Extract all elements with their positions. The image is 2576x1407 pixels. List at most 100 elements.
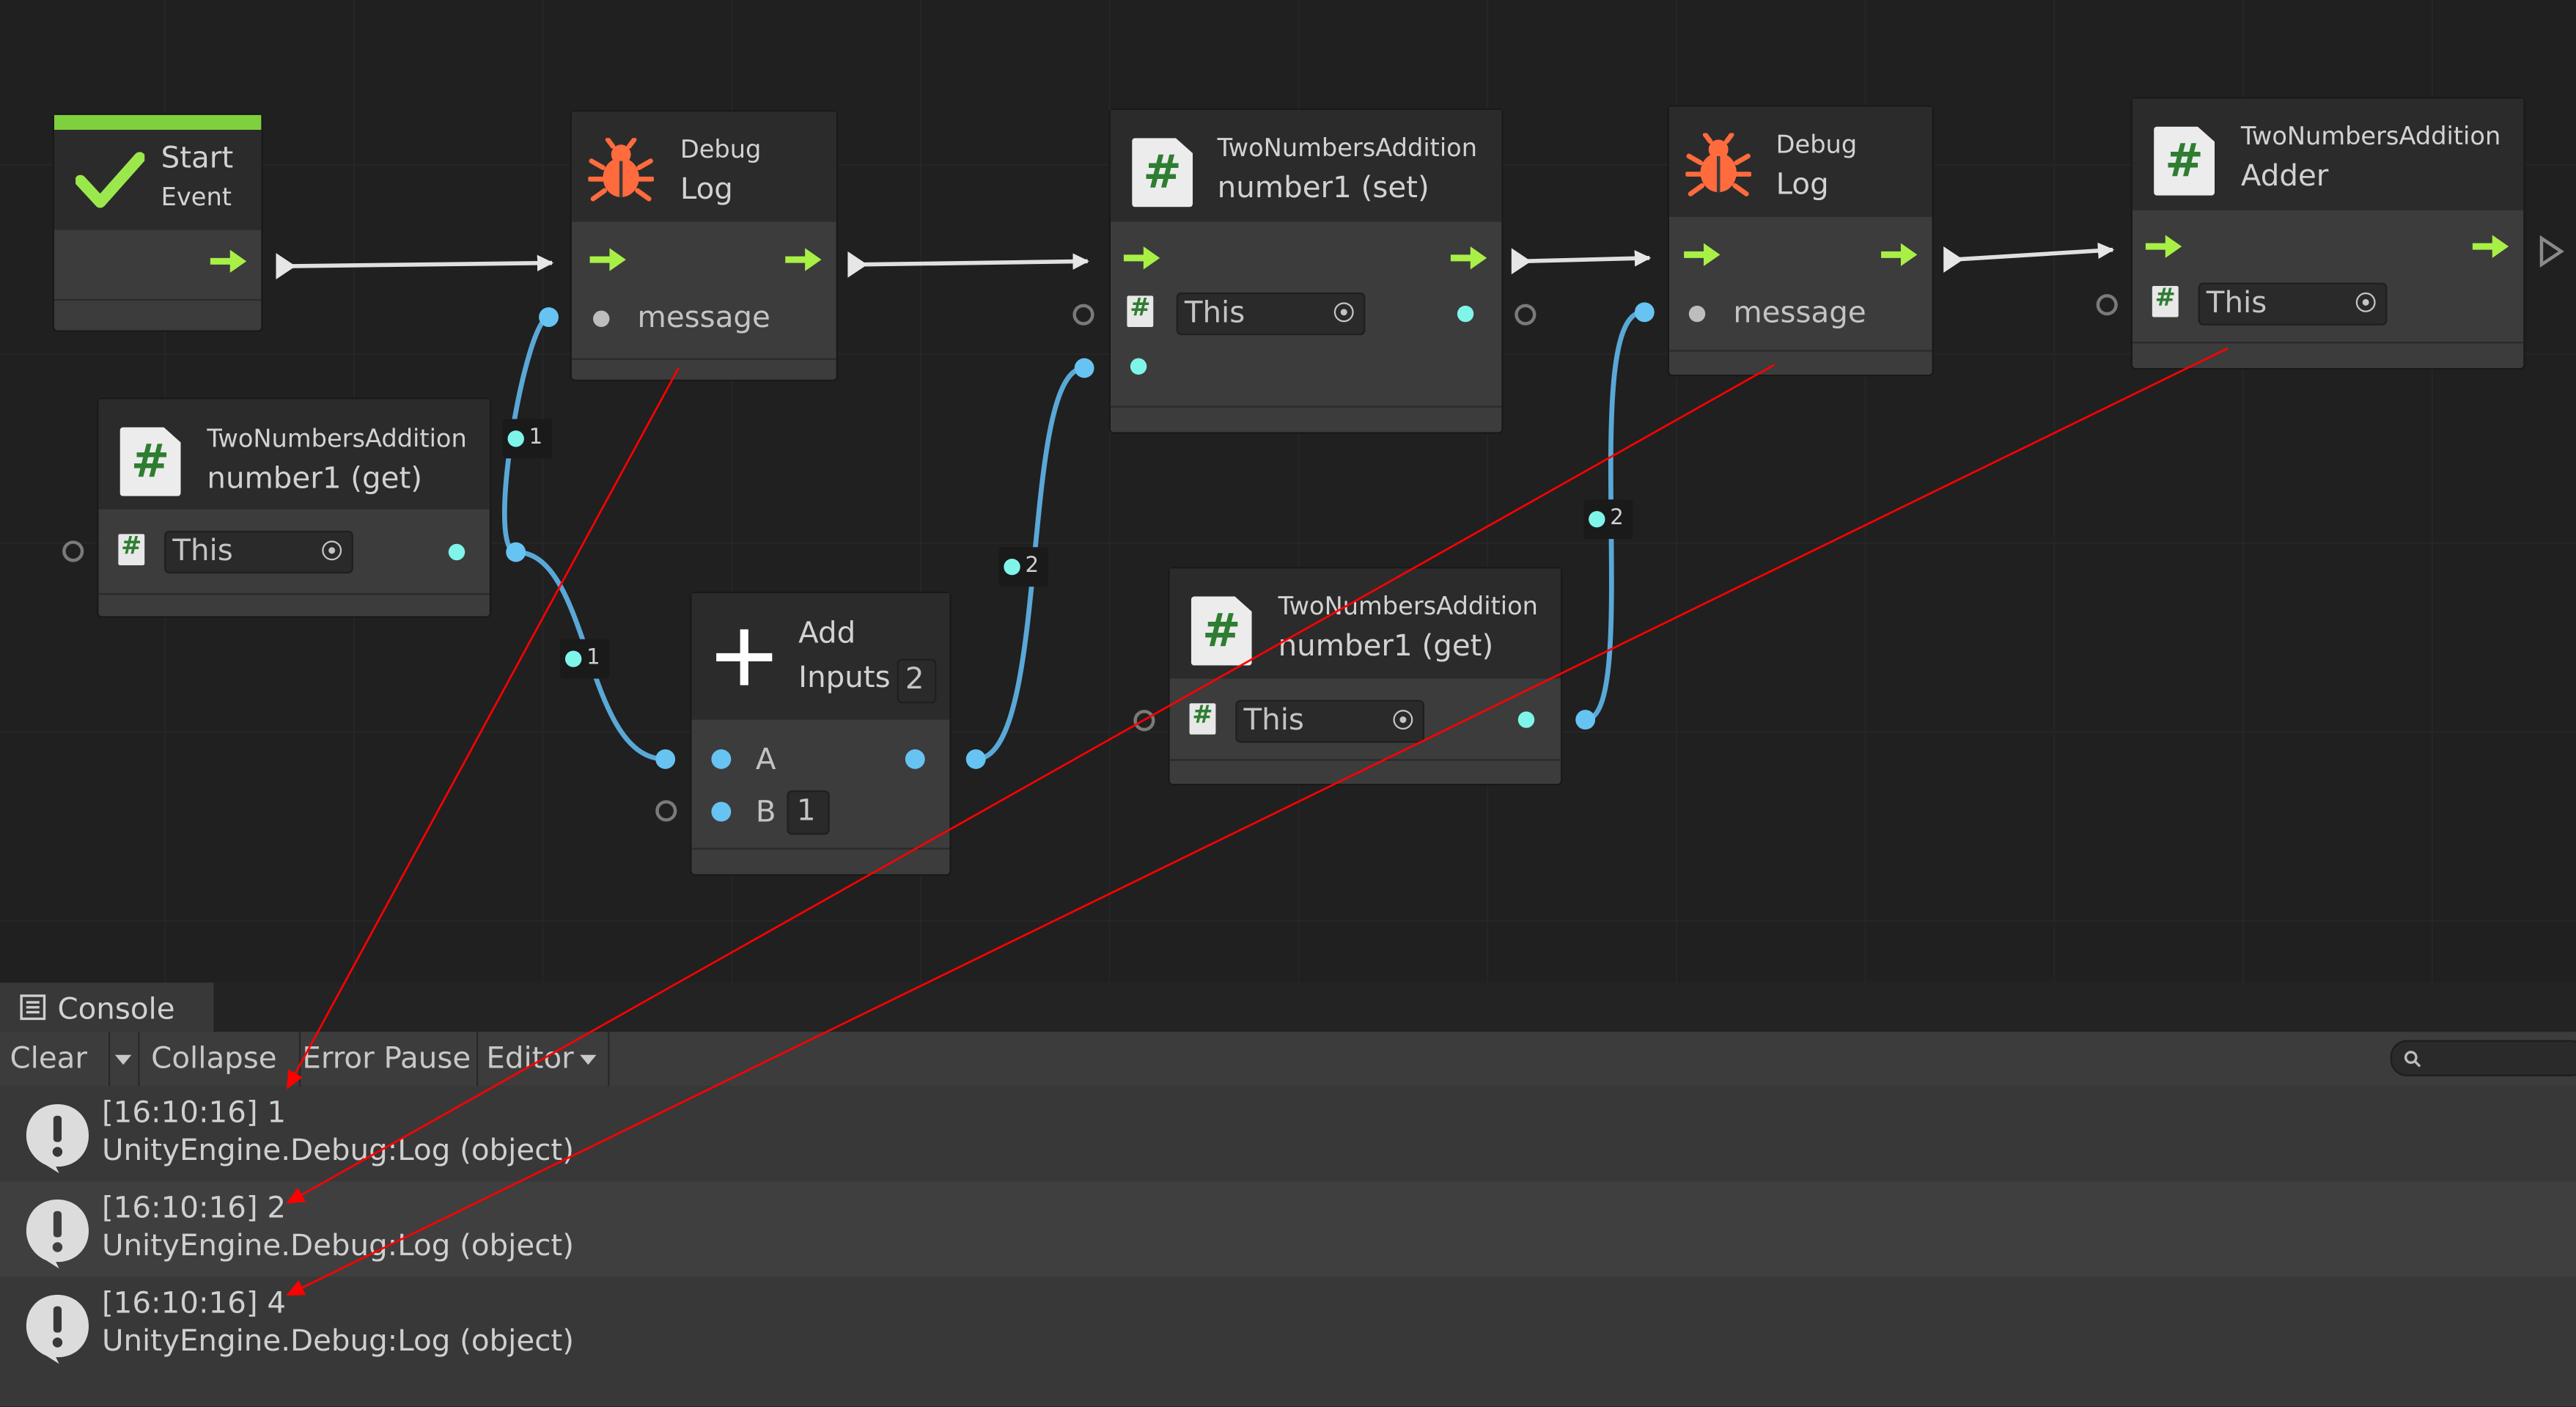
- console-tab-bar: Console: [0, 982, 2576, 1032]
- flow-wire: [857, 253, 1089, 270]
- target-value: This: [172, 534, 233, 569]
- edge-value-badge: 2: [998, 547, 1049, 587]
- node-subtitle: number1 (set): [1217, 171, 1429, 206]
- log-entry[interactable]: [16:10:16] 1 UnityEngine.Debug:Log (obje…: [0, 1086, 2576, 1182]
- output-port[interactable]: [1457, 305, 1474, 323]
- node-subtitle: Event: [161, 182, 232, 213]
- flow-out-arrow-icon[interactable]: [1880, 241, 1919, 268]
- input-port-empty[interactable]: [62, 540, 84, 562]
- port-label: message: [1733, 295, 1866, 331]
- target-field[interactable]: This: [1176, 292, 1366, 336]
- flow-tri: [2539, 235, 2564, 268]
- input-port-empty[interactable]: [1133, 710, 1155, 732]
- add-input-b-empty[interactable]: [655, 800, 677, 822]
- message-port[interactable]: [593, 310, 610, 327]
- target-picker-icon[interactable]: [1333, 302, 1354, 323]
- debug-log-node-1[interactable]: Debug Log message: [571, 111, 836, 380]
- log-message: [16:10:16] 2: [101, 1191, 287, 1226]
- target-picker-icon[interactable]: [322, 540, 342, 561]
- log-stack: UnityEngine.Debug:Log (object): [101, 1134, 574, 1169]
- graph-canvas[interactable]: Start Event Debug Log message # Two: [0, 0, 2576, 983]
- node-subtitle: Inputs: [798, 660, 891, 695]
- script-hash-icon: #: [1132, 138, 1193, 207]
- console-tab[interactable]: Console: [0, 982, 214, 1032]
- hash-icon: #: [1127, 293, 1154, 327]
- flow-in-arrow-icon[interactable]: [588, 246, 628, 273]
- console-search-input[interactable]: [2390, 1040, 2576, 1076]
- chevron-down-icon: [114, 1054, 132, 1065]
- node-subtitle: number1 (get): [1278, 629, 1494, 664]
- input-port-a[interactable]: [711, 749, 732, 769]
- target-field[interactable]: This: [164, 530, 353, 574]
- flow-out-arrow-icon[interactable]: [1449, 245, 1489, 271]
- b-value-field[interactable]: 1: [787, 790, 830, 835]
- input-port-b[interactable]: [711, 801, 732, 822]
- get-number1-node-b[interactable]: # TwoNumbersAddition number1 (get) # Thi…: [1169, 568, 1561, 785]
- script-hash-icon: #: [2154, 126, 2215, 196]
- target-picker-icon[interactable]: [2355, 292, 2376, 312]
- set-target-empty[interactable]: [1072, 304, 1094, 326]
- add-inputs-node[interactable]: Add Inputs 2 A B 1: [691, 593, 950, 875]
- hash-icon: #: [1189, 700, 1216, 735]
- target-picker-icon[interactable]: [1393, 710, 1413, 730]
- start-accent-bar: [54, 114, 262, 131]
- node-subtitle: Log: [680, 172, 733, 207]
- clear-options-dropdown[interactable]: [108, 1032, 140, 1087]
- edge-value-badge: 1: [560, 639, 611, 679]
- log-entry[interactable]: [16:10:16] 4 UnityEngine.Debug:Log (obje…: [0, 1276, 2576, 1373]
- debug-log-node-2[interactable]: Debug Log message: [1668, 106, 1932, 375]
- add-input-a-connector[interactable]: [655, 749, 676, 769]
- edge-value-badge: 1: [502, 419, 553, 459]
- flow-out-arrow-icon[interactable]: [784, 246, 823, 273]
- log-stack: UnityEngine.Debug:Log (object): [101, 1324, 574, 1359]
- clear-button[interactable]: Clear: [0, 1032, 111, 1087]
- flow-out-arrow-icon[interactable]: [2471, 233, 2511, 260]
- output-port[interactable]: [905, 749, 925, 769]
- log-message: [16:10:16] 4: [101, 1286, 287, 1321]
- get-output-connector[interactable]: [506, 542, 526, 562]
- node-title: TwoNumbersAddition: [1278, 591, 1538, 622]
- value-input-port[interactable]: [1130, 358, 1147, 375]
- input-count-field[interactable]: 2: [897, 658, 937, 704]
- flow-in-arrow-icon[interactable]: [1682, 241, 1722, 268]
- flow-wire: [1953, 242, 2115, 262]
- add-output-connector[interactable]: [965, 749, 986, 769]
- get-number1-node-a[interactable]: # TwoNumbersAddition number1 (get) # Thi…: [98, 399, 490, 617]
- adder-node[interactable]: # TwoNumbersAddition Adder # This: [2132, 98, 2524, 369]
- output-port[interactable]: [1517, 711, 1535, 728]
- target-field[interactable]: This: [2198, 282, 2388, 326]
- log2-message-connector[interactable]: [1634, 302, 1655, 323]
- flow-in-arrow-icon[interactable]: [1122, 245, 1162, 271]
- target-field[interactable]: This: [1235, 699, 1425, 743]
- message-port[interactable]: [1688, 305, 1706, 323]
- adder-input-empty[interactable]: [2096, 294, 2118, 316]
- start-event-node[interactable]: Start Event: [54, 114, 262, 331]
- node-subtitle: Log: [1775, 167, 1829, 202]
- log1-message-connector[interactable]: [539, 307, 559, 327]
- output-port[interactable]: [448, 543, 465, 561]
- log2-input-empty[interactable]: [1515, 304, 1537, 326]
- flow-tri: [1943, 246, 1964, 273]
- flow-wire: [285, 254, 554, 272]
- node-title: Add: [798, 616, 856, 651]
- info-bubble-icon: [26, 1200, 89, 1269]
- node-title: Debug: [1775, 130, 1858, 160]
- error-pause-button[interactable]: Error Pause: [292, 1032, 479, 1087]
- get-output-connector[interactable]: [1575, 710, 1596, 730]
- flow-tri: [1511, 248, 1531, 275]
- set-number1-node[interactable]: # TwoNumbersAddition number1 (set) # Thi…: [1110, 110, 1502, 433]
- flow-out-arrow-icon[interactable]: [209, 248, 249, 274]
- node-title: TwoNumbersAddition: [2240, 121, 2501, 152]
- set-value-connector[interactable]: [1074, 358, 1094, 378]
- editor-dropdown[interactable]: Editor: [476, 1032, 610, 1087]
- collapse-label: Collapse: [151, 1041, 277, 1076]
- log-stack: UnityEngine.Debug:Log (object): [101, 1229, 574, 1264]
- node-title: Start: [161, 141, 234, 176]
- script-hash-icon: #: [119, 427, 181, 496]
- node-title: TwoNumbersAddition: [1217, 133, 1478, 163]
- flow-in-arrow-icon[interactable]: [2144, 233, 2184, 260]
- error-pause-label: Error Pause: [302, 1041, 471, 1076]
- log-entry[interactable]: [16:10:16] 2 UnityEngine.Debug:Log (obje…: [0, 1181, 2576, 1277]
- collapse-button[interactable]: Collapse: [141, 1032, 301, 1087]
